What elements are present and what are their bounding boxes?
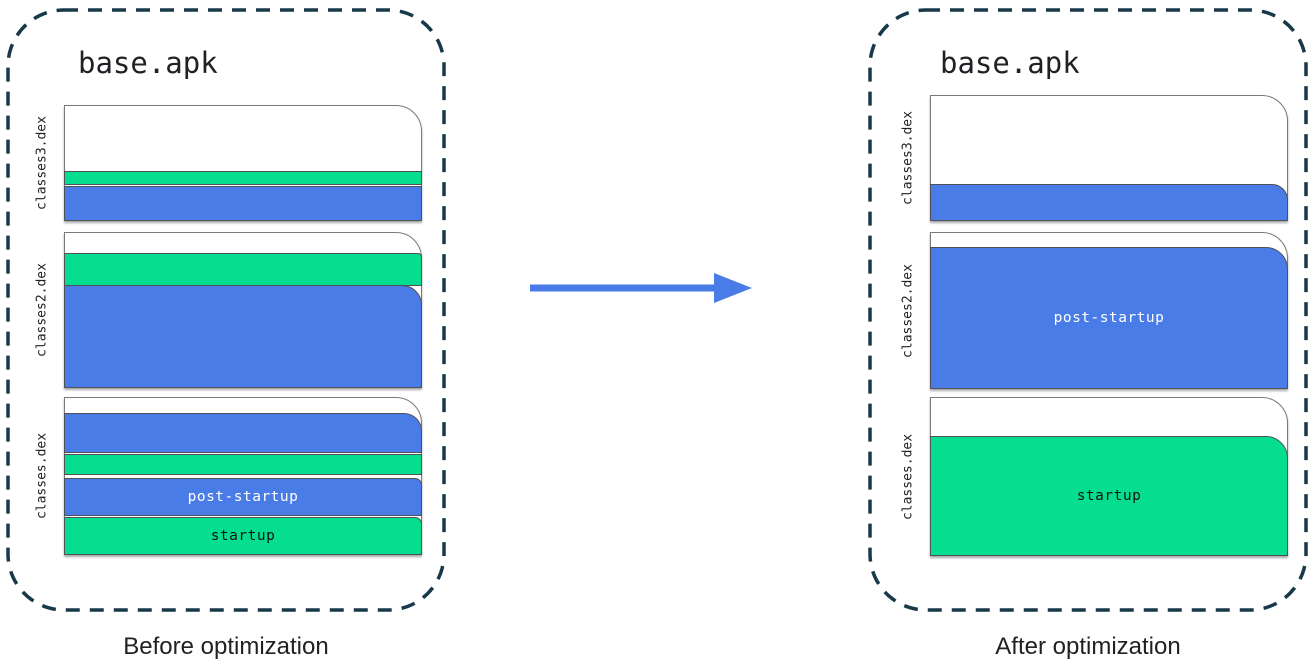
post-startup-segment [64,285,422,388]
dex-page [64,105,422,221]
apk-dashed-border [6,8,446,612]
startup-label: startup [210,528,276,544]
apk-dashed-border [868,8,1308,612]
apk-title: base.apk [78,46,218,80]
post-startup-segment [64,413,422,453]
post-startup-label: post-startup [1053,310,1165,326]
startup-segment [64,454,422,475]
startup-segment: startup [64,517,422,555]
file-label-classes: classes.dex [900,433,916,520]
before-caption: Before optimization [123,633,329,660]
file-label-classes2: classes2.dex [900,263,916,358]
startup-segment [64,253,422,286]
post-startup-segment: post-startup [64,478,422,516]
after-panel: base.apk classes3.dex classes2.dex post-… [868,8,1308,612]
dex-page: post-startup startup [64,397,422,555]
before-panel: base.apk classes3.dex classes2.dex class… [6,8,446,612]
file-classes2-dex: classes2.dex post-startup [901,232,1288,389]
file-label-classes: classes.dex [34,432,50,520]
file-label-classes2: classes2.dex [34,263,50,357]
file-label-classes3: classes3.dex [34,116,50,210]
file-classes-dex: classes.dex startup [901,397,1288,556]
dex-page: post-startup [930,232,1288,389]
post-startup-label: post-startup [187,489,299,505]
apk-title: base.apk [940,46,1080,80]
file-classes3-dex: classes3.dex [901,95,1288,221]
transform-arrow-icon [530,273,752,303]
after-caption: After optimization [995,633,1181,660]
post-startup-segment [64,186,422,221]
post-startup-segment: post-startup [930,247,1288,389]
file-classes3-dex: classes3.dex [35,105,422,221]
dex-page [64,232,422,388]
dex-page: startup [930,397,1288,556]
dex-page [930,95,1288,221]
file-label-classes3: classes3.dex [900,111,916,205]
startup-segment [64,171,422,185]
startup-label: startup [1076,488,1142,504]
file-classes2-dex: classes2.dex [35,232,422,388]
file-classes-dex: classes.dex post-startup startup [35,397,422,555]
startup-segment: startup [930,436,1288,556]
post-startup-segment [930,184,1288,221]
